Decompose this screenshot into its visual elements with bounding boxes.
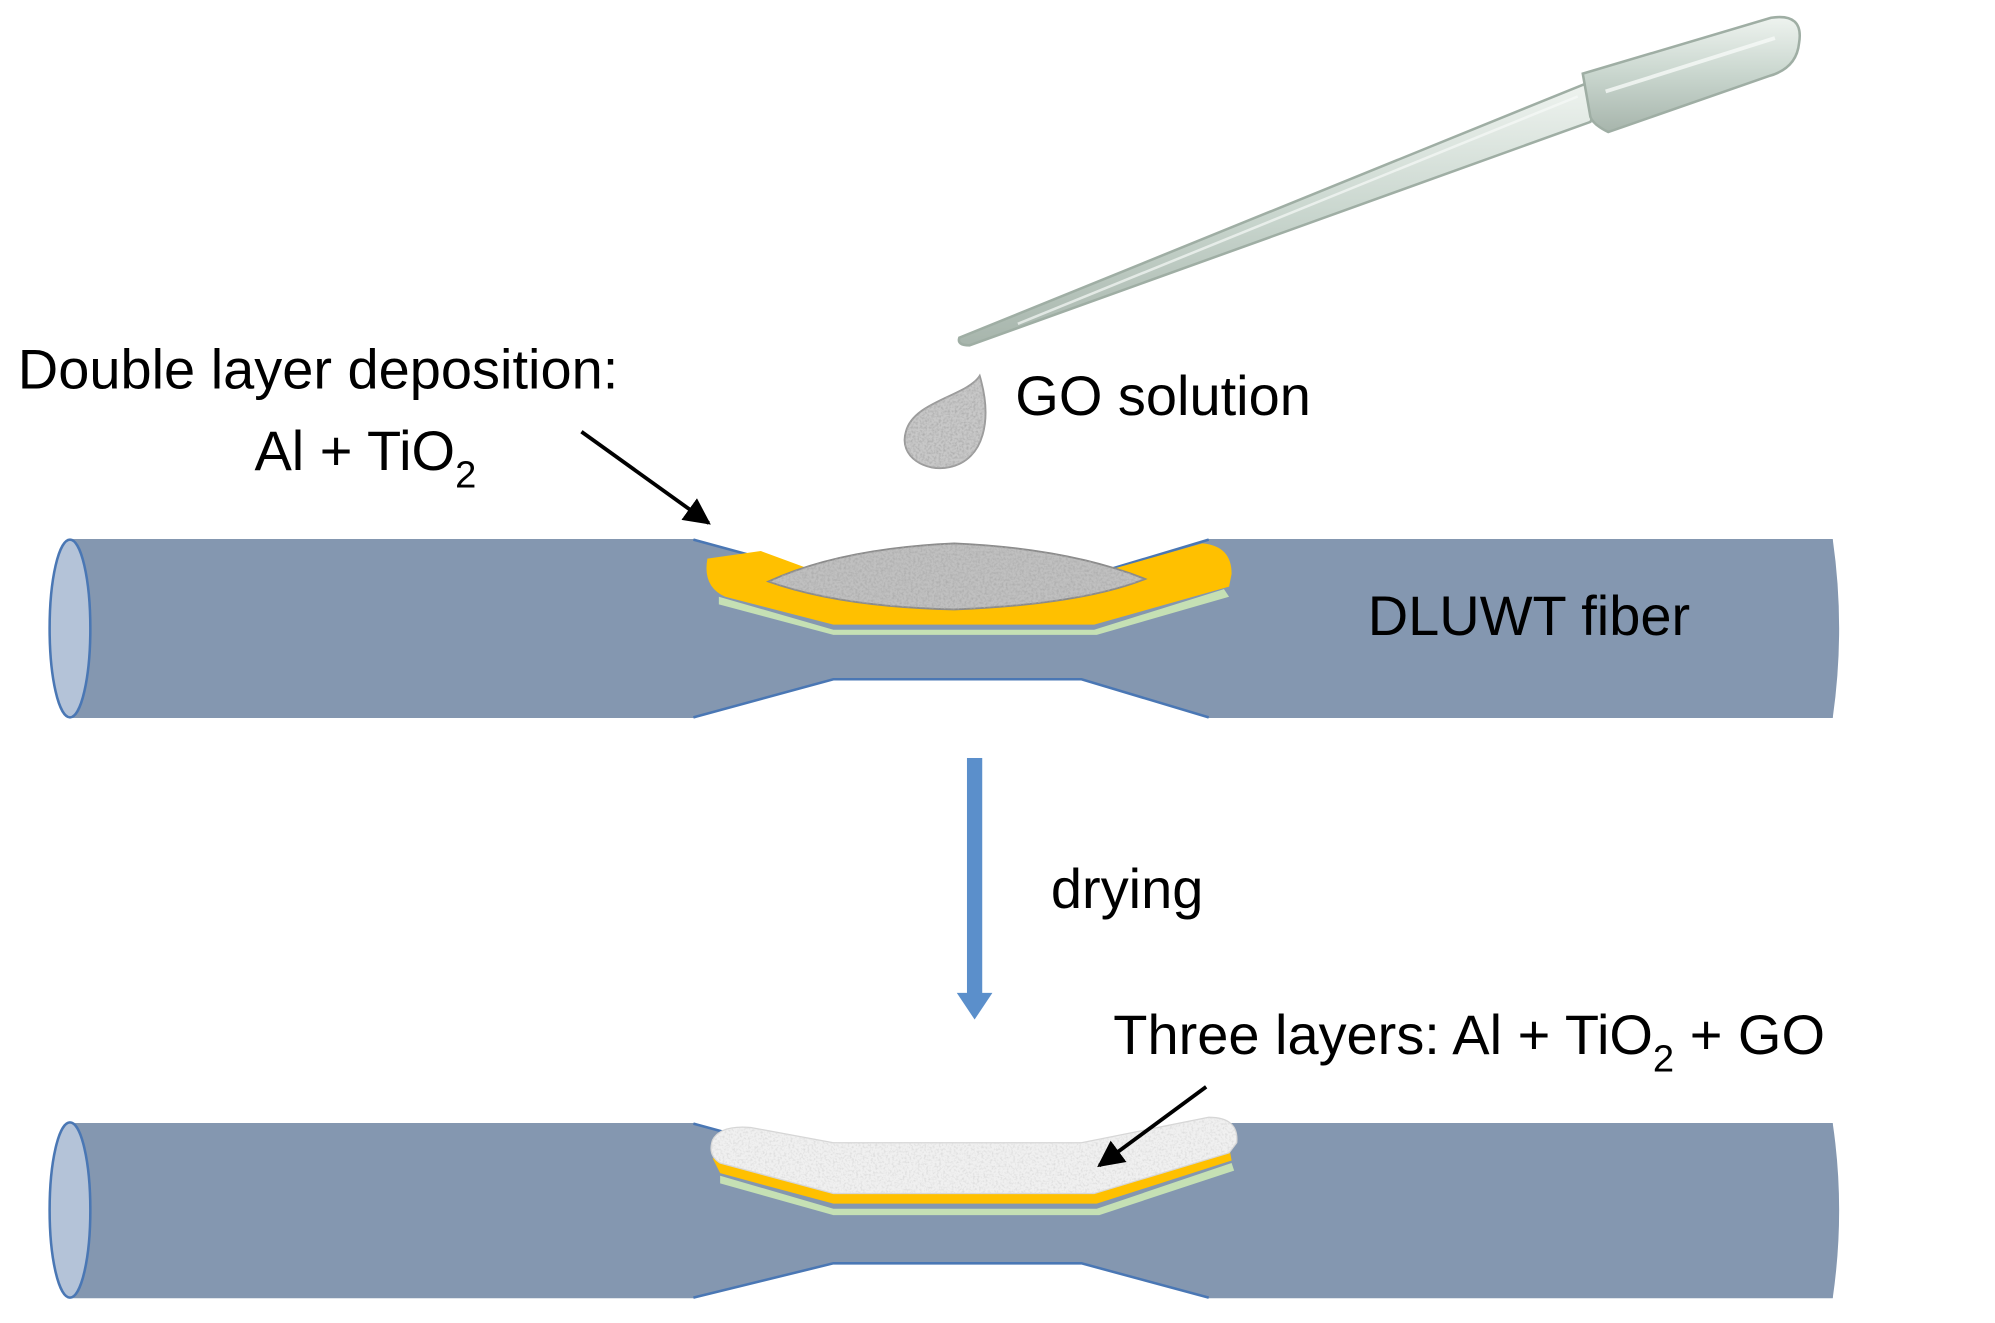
deposition-label-line2: Al + TiO2 [254, 419, 476, 497]
deposition-formula: Al + TiO [254, 419, 455, 482]
droplet-icon [903, 373, 987, 470]
drying-arrow [956, 757, 993, 1020]
top-fiber [48, 538, 1840, 719]
pipette-icon [957, 15, 1802, 347]
drying-label: drying [1051, 857, 1203, 920]
go-solution-label: GO solution [1015, 364, 1311, 427]
deposition-label-line1: Double layer deposition: [18, 338, 618, 401]
fiber-label: DLUWT fiber [1368, 584, 1690, 647]
bottom-fiber-end [48, 1121, 92, 1299]
three-layers-pointer-arrow [1097, 1085, 1208, 1168]
deposition-pointer-arrow [580, 430, 711, 525]
three-layers-label: Three layers: Al + TiO2 + GO [1113, 1003, 1825, 1081]
three-layers-tail: + GO [1674, 1003, 1825, 1066]
bottom-fiber [48, 1116, 1840, 1299]
deposition-subscript: 2 [455, 454, 476, 497]
three-layers-subscript: 2 [1653, 1038, 1674, 1081]
three-layers-formula: Three layers: Al + TiO [1113, 1003, 1653, 1066]
top-fiber-end [48, 538, 92, 719]
